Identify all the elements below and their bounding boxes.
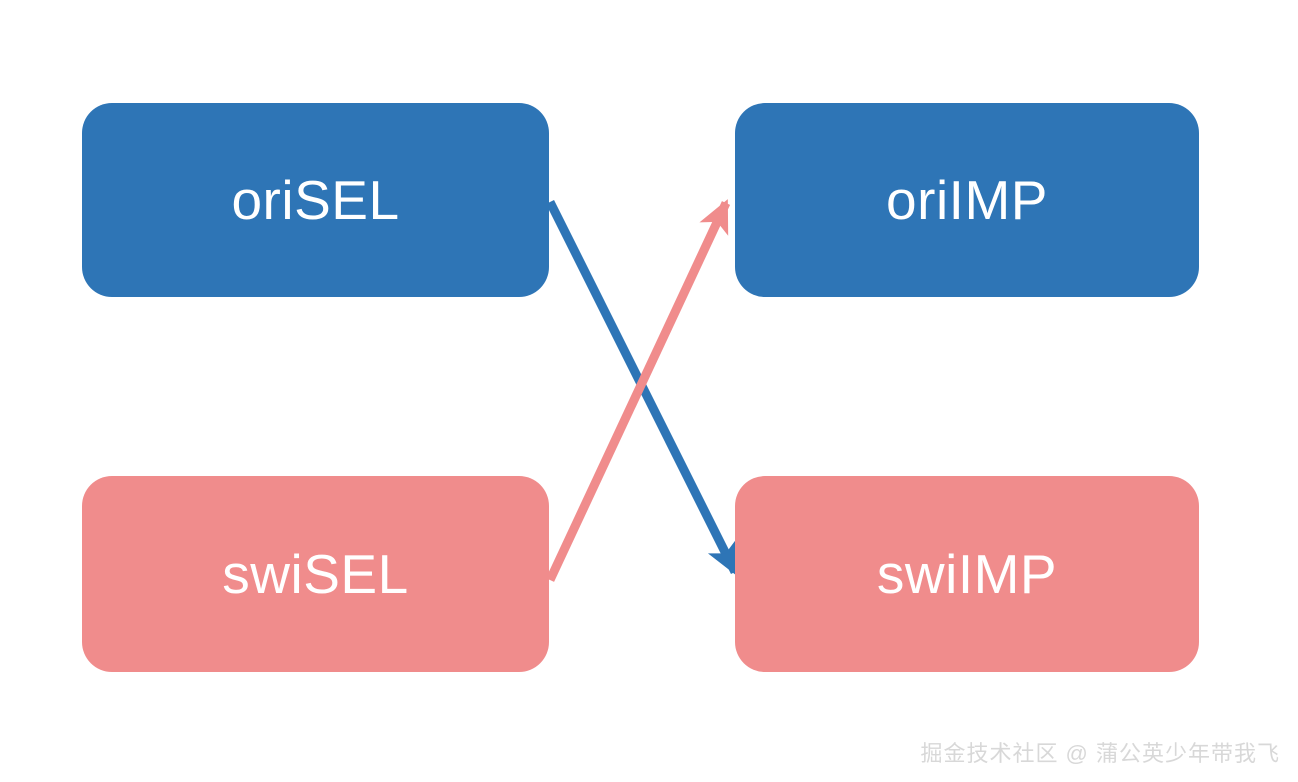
node-orisel[interactable]: oriSEL [82, 103, 549, 297]
node-swiimp-label: swiIMP [876, 542, 1058, 605]
node-oriimp-label: oriIMP [886, 168, 1048, 231]
node-swisel[interactable]: swiSEL [82, 476, 549, 672]
watermark-text: 掘金技术社区 @ 蒲公英少年带我飞 [920, 741, 1280, 766]
node-orisel-label: oriSEL [231, 168, 400, 231]
edge-swisel-to-oriimp [545, 199, 731, 582]
node-swisel-label: swiSEL [222, 542, 409, 605]
node-swiimp[interactable]: swiIMP [735, 476, 1199, 672]
node-oriimp[interactable]: oriIMP [735, 103, 1199, 297]
edge-orisel-to-swiimp [545, 199, 740, 576]
